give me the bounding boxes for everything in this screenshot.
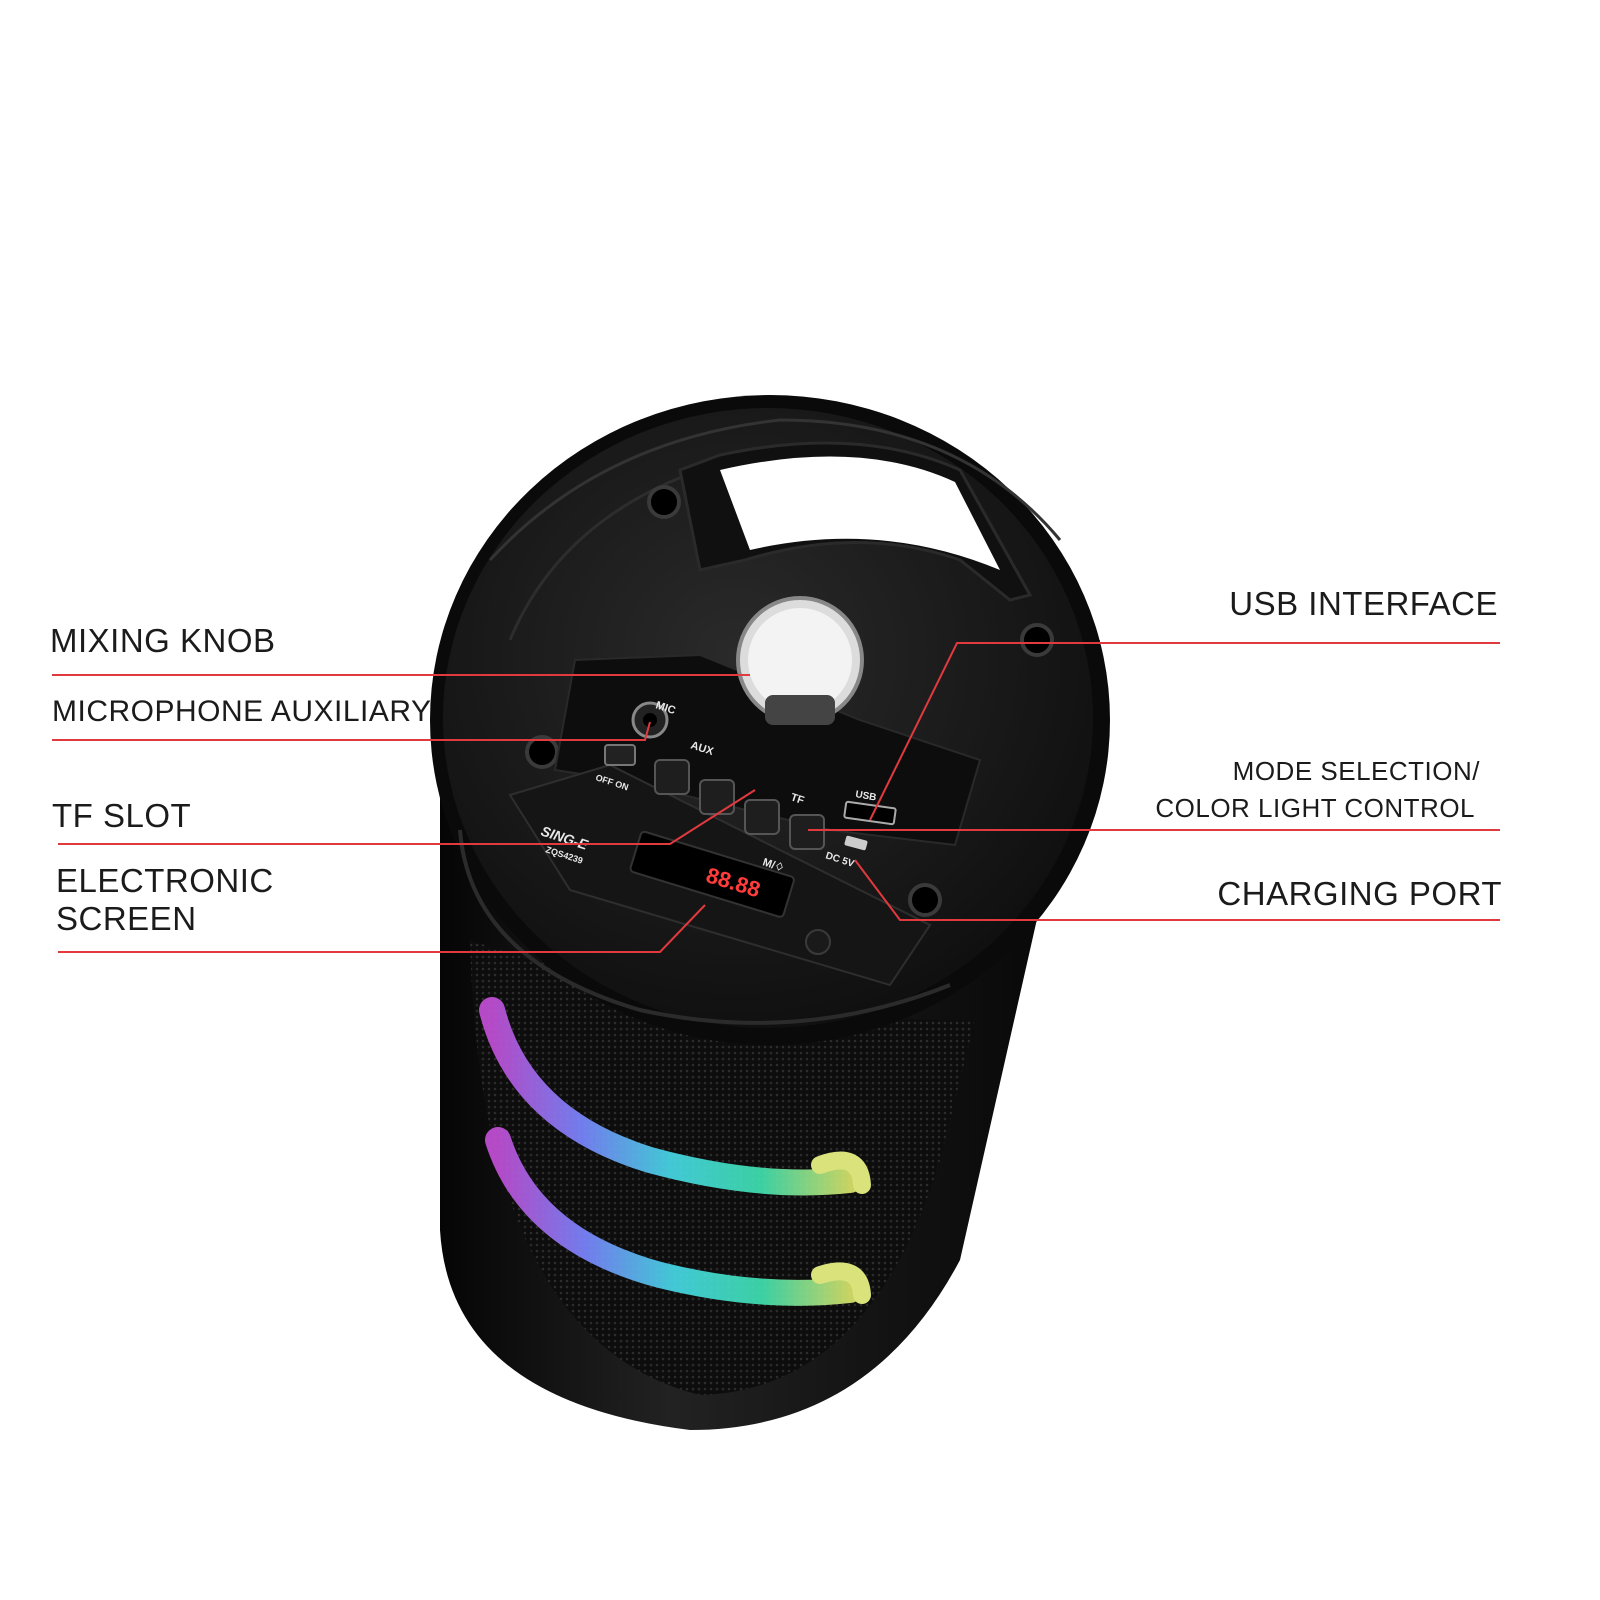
label-mode-selection: MODE SELECTION/ xyxy=(1232,756,1480,786)
label-electronic: ELECTRONIC xyxy=(56,862,274,899)
next-button[interactable] xyxy=(744,799,780,835)
panel-label-tf: TF xyxy=(789,791,806,807)
label-tf-slot: TF SLOT xyxy=(52,797,192,834)
prev-button[interactable] xyxy=(654,759,690,795)
ir-sensor xyxy=(805,929,831,955)
label-charging-port: CHARGING PORT xyxy=(1217,875,1502,912)
play-pause-button[interactable] xyxy=(699,779,735,815)
usb-port[interactable] xyxy=(843,800,897,826)
leader-charging xyxy=(854,859,1500,921)
leader-microphone xyxy=(52,721,651,741)
power-switch[interactable] xyxy=(604,744,636,766)
leader-usb xyxy=(869,642,1500,821)
carry-handle xyxy=(678,441,1033,602)
leader-tf-slot xyxy=(58,789,756,845)
electronic-display: 88.88 xyxy=(629,830,795,918)
panel-label-mic: MIC xyxy=(654,699,677,717)
jack-hole xyxy=(643,713,657,727)
leader-screen xyxy=(58,904,706,953)
screw-holes xyxy=(525,485,1054,917)
label-color-light-control: COLOR LIGHT CONTROL xyxy=(1155,793,1475,823)
mode-button[interactable] xyxy=(789,814,825,850)
control-buttons xyxy=(654,759,825,850)
label-microphone-auxiliary: MICROPHONE AUXILIARY xyxy=(52,695,432,728)
mixing-knob[interactable] xyxy=(736,596,864,725)
panel-label-usb: USB xyxy=(854,789,877,804)
label-usb-interface: USB INTERFACE xyxy=(1229,585,1498,622)
dc-port[interactable] xyxy=(844,835,868,851)
label-mixing-knob: MIXING KNOB xyxy=(50,622,276,659)
led-light-rings xyxy=(479,997,871,1306)
leader-lines xyxy=(52,642,1500,953)
label-screen: SCREEN xyxy=(56,900,197,937)
